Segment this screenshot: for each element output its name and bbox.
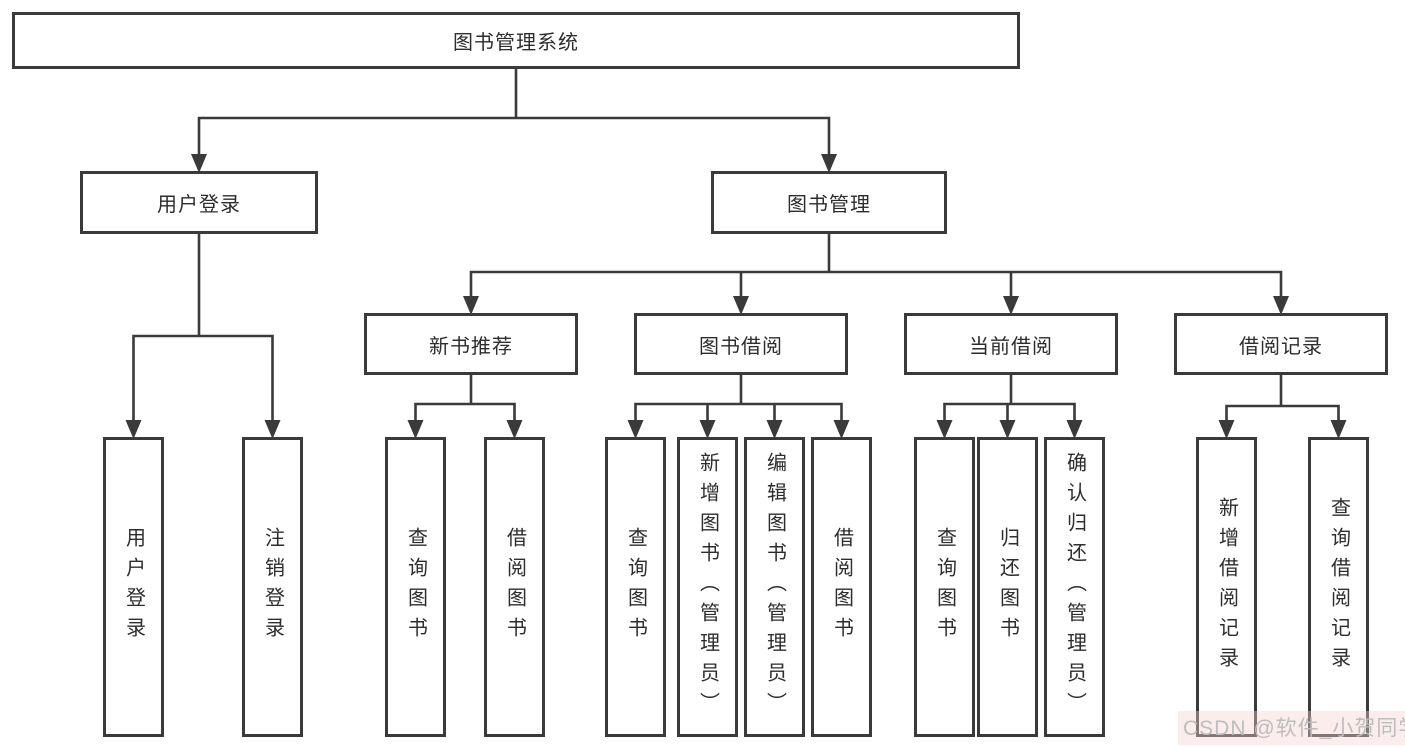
leaf-query-borrow-record: 查询借阅记录 xyxy=(1308,437,1369,737)
leaf-label: 用户登录 xyxy=(122,527,145,647)
leaf-label: 查询借阅记录 xyxy=(1327,497,1350,677)
leaf-borrow-books-borrow: 借阅图书 xyxy=(811,437,872,737)
node-label: 当前借阅 xyxy=(969,335,1053,358)
leaf-label: 查询图书 xyxy=(404,527,427,647)
node-new-book-recommendation: 新书推荐 xyxy=(364,313,578,375)
node-current-borrowing: 当前借阅 xyxy=(904,313,1118,375)
node-label: 用户登录 xyxy=(157,194,241,216)
node-label: 图书管理系统 xyxy=(453,32,579,54)
leaf-label: 查询图书 xyxy=(933,527,956,647)
leaf-query-books-current: 查询图书 xyxy=(914,437,975,737)
node-library-management-system: 图书管理系统 xyxy=(12,12,1020,69)
leaf-add-books-admin: 新增图书（管理员） xyxy=(677,437,738,737)
watermark: CSDN @软件_小贺同学 xyxy=(1178,711,1405,745)
leaf-label: 确认归还（管理员） xyxy=(1063,452,1086,722)
node-borrowing-records: 借阅记录 xyxy=(1174,313,1388,375)
node-book-borrowing: 图书借阅 xyxy=(634,313,848,375)
leaf-return-books: 归还图书 xyxy=(977,437,1038,737)
leaf-label: 借阅图书 xyxy=(503,527,526,647)
leaf-user-login: 用户登录 xyxy=(103,437,164,737)
leaf-label: 借阅图书 xyxy=(830,527,853,647)
leaf-add-borrow-record: 新增借阅记录 xyxy=(1196,437,1257,737)
leaf-label: 新增借阅记录 xyxy=(1215,497,1238,677)
leaf-label: 查询图书 xyxy=(624,527,647,647)
leaf-label: 新增图书（管理员） xyxy=(696,452,719,722)
node-label: 借阅记录 xyxy=(1239,335,1323,358)
node-user-login: 用户登录 xyxy=(80,171,318,234)
node-book-management: 图书管理 xyxy=(711,171,947,234)
leaf-edit-books-admin: 编辑图书（管理员） xyxy=(744,437,805,737)
leaf-borrow-books-recommend: 借阅图书 xyxy=(484,437,545,737)
leaf-logout-login: 注销登录 xyxy=(242,437,303,737)
leaf-confirm-return-admin: 确认归还（管理员） xyxy=(1044,437,1105,737)
node-label: 图书借阅 xyxy=(699,335,783,358)
leaf-query-books-recommend: 查询图书 xyxy=(385,437,446,737)
leaf-query-books-borrow: 查询图书 xyxy=(605,437,666,737)
node-label: 新书推荐 xyxy=(429,335,513,358)
node-label: 图书管理 xyxy=(787,194,871,216)
leaf-label: 归还图书 xyxy=(996,527,1019,647)
leaf-label: 编辑图书（管理员） xyxy=(763,452,786,722)
leaf-label: 注销登录 xyxy=(261,527,284,647)
